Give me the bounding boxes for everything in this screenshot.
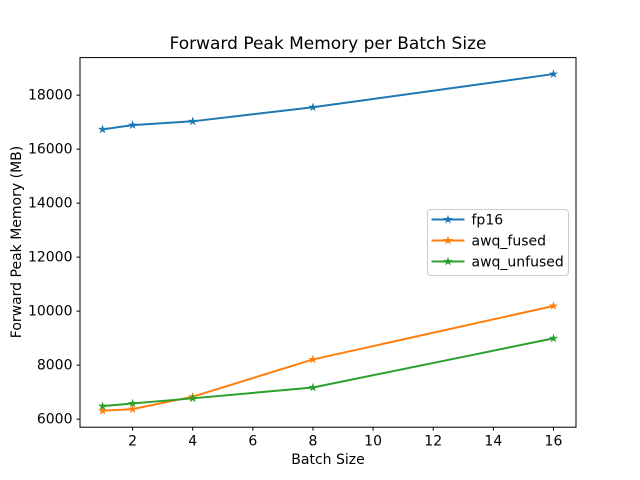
legend-entry-awq_fused: awq_fused [431,234,547,250]
y-tick-label: 18000 [28,88,73,104]
y-tick-label: 10000 [28,304,73,320]
legend-box [427,209,569,276]
x-tick-label: 6 [248,434,257,450]
x-axis-label: Batch Size [291,452,365,468]
y-tick-label: 14000 [28,196,73,212]
series-markers-awq_unfused [97,333,559,411]
series-line-awq_fused [101,304,555,412]
x-tick-label: 16 [545,434,563,450]
y-tick-label: 16000 [28,142,73,158]
x-tick-label: 10 [364,434,382,450]
legend-label: awq_unfused [472,255,564,271]
legend-entry-fp16: fp16 [431,213,504,229]
legend-label: fp16 [472,213,504,229]
series-line-awq_unfused [101,337,555,408]
y-tick-label: 6000 [37,412,73,428]
plot-border [79,57,577,428]
x-tick-label: 8 [309,434,318,450]
series-line-fp16 [101,73,555,131]
x-tick-label: 14 [484,434,502,450]
legend-label: awq_fused [472,234,547,250]
x-tick-label: 4 [188,434,197,450]
legend-entry-awq_unfused: awq_unfused [431,255,564,271]
legend-star-marker-icon [443,214,453,224]
chart-title: Forward Peak Memory per Batch Size [169,34,487,54]
legend-star-marker-icon [443,256,453,266]
y-tick-label: 12000 [28,250,73,266]
x-tick-label: 2 [128,434,137,450]
x-tick-label: 12 [424,434,442,450]
series-markers-awq_fused [97,301,559,415]
legend-star-marker-icon [443,235,453,245]
y-tick-label: 8000 [37,358,73,374]
